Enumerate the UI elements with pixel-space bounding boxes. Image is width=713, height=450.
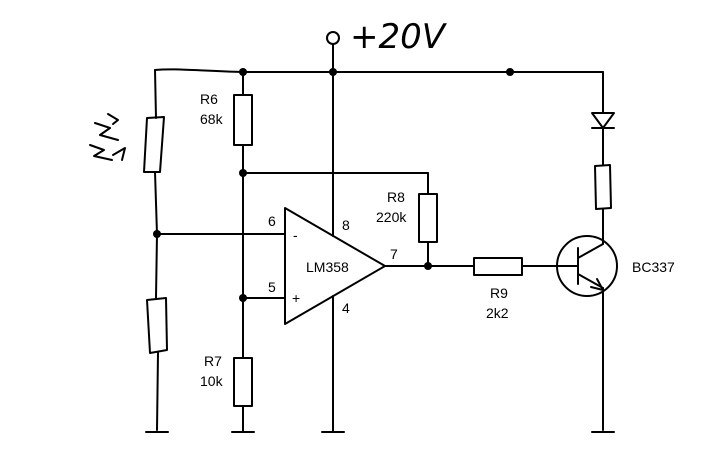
opamp-triangle (284, 207, 386, 325)
ldr-icon (143, 116, 165, 173)
opamp-name: LM358 (306, 259, 349, 275)
lower-sensor-resistor (146, 297, 168, 354)
r8-name: R8 (387, 189, 405, 205)
r9-name: R9 (490, 285, 508, 301)
r7-name: R7 (204, 353, 222, 369)
pin-7-label: 7 (390, 246, 398, 262)
ldr-top-wire (154, 69, 157, 119)
junction-output (424, 262, 432, 270)
r7-resistor (233, 357, 253, 407)
opamp-minus: - (293, 227, 298, 243)
supply-terminal (326, 31, 340, 45)
r6-name: R6 (200, 91, 218, 107)
transistor-collector (577, 243, 604, 259)
opamp-plus: + (292, 290, 300, 306)
pin-5-label: 5 (268, 279, 276, 295)
lower-sensor-bottom-wire (156, 352, 159, 431)
transistor-name: BC337 (632, 259, 675, 275)
top-rail-left (154, 68, 244, 73)
transistor-emitter (577, 273, 604, 289)
load-resistor (594, 164, 612, 210)
junction-top-right (506, 68, 514, 76)
pin-4-label: 4 (342, 300, 350, 316)
pin-6-label: 6 (268, 213, 276, 229)
diode-icon (591, 112, 615, 129)
pin-8-label: 8 (342, 217, 350, 233)
ldr-bottom-wire (154, 171, 158, 235)
r8-value: 220k (376, 209, 407, 225)
lower-sensor-top-wire (155, 233, 158, 299)
light-arrowhead-icon (107, 113, 119, 125)
light-arrow-icon (94, 122, 119, 141)
r8-resistor (418, 193, 438, 243)
r9-resistor (473, 257, 523, 276)
r6-resistor (233, 94, 253, 146)
light-arrowhead-icon (112, 147, 126, 161)
r9-value: 2k2 (486, 305, 509, 321)
r6-value: 68k (200, 111, 224, 127)
light-arrow-icon (89, 144, 113, 161)
supply-label: +20V (350, 17, 448, 57)
transistor-icon (556, 235, 618, 297)
r7-value: 10k (200, 373, 224, 389)
